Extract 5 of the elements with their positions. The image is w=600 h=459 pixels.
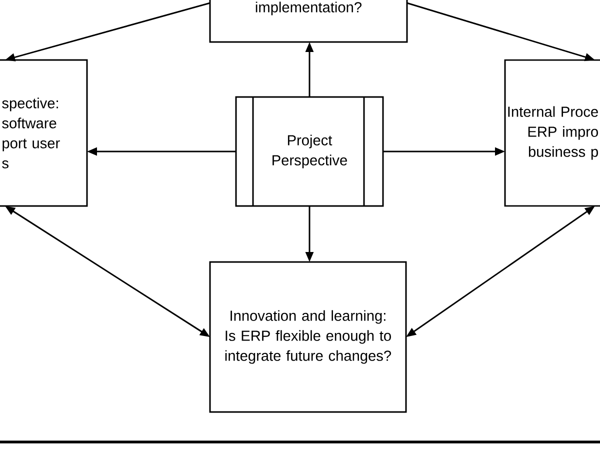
process-box: implementation?: [209, 0, 408, 43]
process-box: spective: software port user s: [0, 59, 88, 207]
process-box: Innovation and learning: Is ERP flexible enough to integrate future changes?: [209, 261, 407, 413]
process-box: Internal Proce ERP impro business p: [504, 59, 600, 207]
subprocess-box: Project Perspective: [235, 96, 384, 207]
